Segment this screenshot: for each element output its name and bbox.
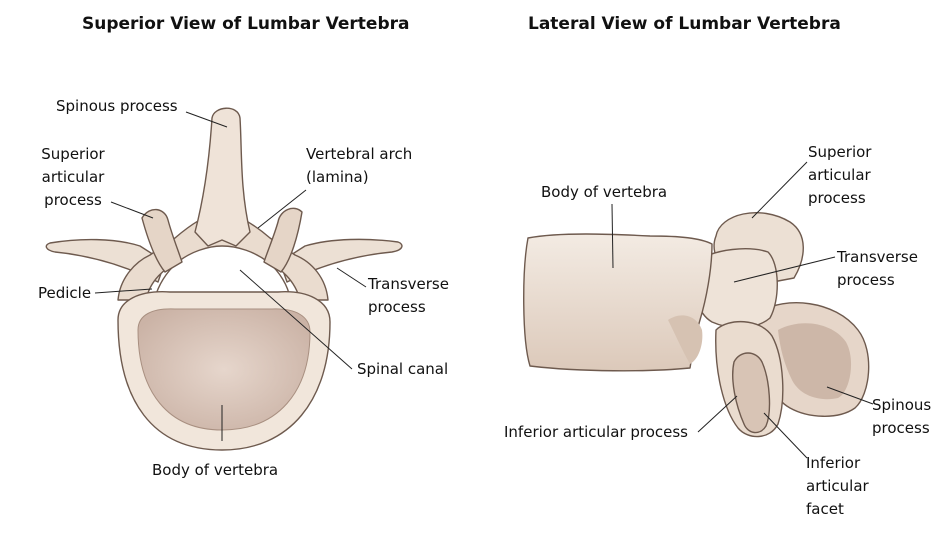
label-body-of-vertebra-lateral: Body of vertebra: [541, 183, 668, 201]
label-line: Inferior: [806, 454, 861, 472]
label-line: Superior: [41, 145, 105, 163]
label-lateral-transverse-process: Transverse process: [837, 246, 918, 292]
label-line: Spinous: [872, 396, 932, 414]
label-line: Transverse: [368, 275, 449, 293]
label-superior-articular-process: Superior articular process: [34, 143, 112, 212]
label-line: process: [808, 189, 866, 207]
lateral-vertebra-drawing: [523, 212, 870, 438]
label-line: articular: [41, 168, 105, 186]
label-inferior-articular-facet: Inferior articular facet: [806, 452, 869, 521]
label-body-of-vertebra-superior: Body of vertebra: [152, 461, 279, 479]
label-vertebral-arch: Vertebral arch (lamina): [306, 143, 412, 189]
label-line: articular: [806, 477, 869, 495]
left-superior-articular-shape: [141, 208, 183, 273]
label-transverse-process: Transverse process: [368, 273, 449, 319]
superior-view-title: Superior View of Lumbar Vertebra: [82, 14, 410, 34]
label-line: Vertebral arch: [306, 145, 413, 163]
label-line: facet: [806, 500, 844, 518]
lateral-leader-lines: [611, 161, 874, 459]
label-lateral-spinous-process: Spinous process: [872, 394, 931, 440]
label-spinous-process: Spinous process: [56, 97, 178, 115]
lateral-view-title: Lateral View of Lumbar Vertebra: [528, 14, 841, 34]
label-pedicle: Pedicle: [38, 284, 92, 302]
label-line: Transverse: [837, 248, 918, 266]
label-lateral-superior-articular-process: Superior articular process: [808, 141, 871, 210]
lateral-inferior-facet-shape: [732, 352, 771, 434]
superior-vertebra-drawing: [45, 107, 403, 451]
superior-leader-lines: [94, 111, 367, 441]
label-line: Superior: [808, 143, 872, 161]
label-line: process: [44, 191, 102, 209]
right-superior-articular-shape: [263, 207, 303, 273]
label-line: process: [872, 419, 930, 437]
label-line: process: [837, 271, 895, 289]
label-line: articular: [808, 166, 871, 184]
label-spinal-canal: Spinal canal: [357, 360, 449, 378]
spinous-process-shape: [194, 107, 251, 247]
vertebral-body-core-shape: [137, 308, 311, 431]
label-inferior-articular-process: Inferior articular process: [504, 423, 688, 441]
label-line: (lamina): [306, 168, 369, 186]
label-line: process: [368, 298, 426, 316]
